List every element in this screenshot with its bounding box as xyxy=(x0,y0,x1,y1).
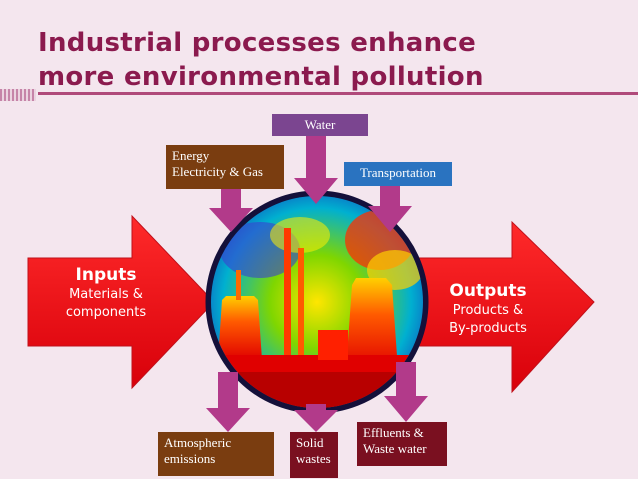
effluents-box: Effluents & Waste water xyxy=(357,422,447,466)
title-rule-decoration xyxy=(0,89,36,101)
solid-label-line-2: wastes xyxy=(296,451,331,466)
effluents-arrow xyxy=(384,362,428,422)
transport-arrow xyxy=(368,186,412,232)
atmospheric-label-line-1: Atmospheric xyxy=(164,435,232,450)
outputs-line-2: By-products xyxy=(449,321,527,336)
outputs-arrow xyxy=(407,220,595,394)
effluents-label-line-2: Waste water xyxy=(363,441,427,456)
energy-box: Energy Electricity & Gas xyxy=(166,145,284,189)
solid-wastes-box: Solid wastes xyxy=(290,432,338,478)
inputs-line-2: components xyxy=(65,305,147,320)
water-label: Water xyxy=(304,117,336,132)
transportation-label: Transportation xyxy=(359,165,437,180)
outputs-line-1: Products & xyxy=(452,303,524,318)
inputs-line-1: Materials & xyxy=(69,287,143,302)
atmospheric-label-line-2: emissions xyxy=(164,451,216,466)
energy-arrow xyxy=(209,189,253,232)
water-box: Water xyxy=(272,114,368,136)
transportation-box: Transportation xyxy=(344,162,452,186)
slide-title-line-2: more environmental pollution xyxy=(38,62,484,92)
inputs-arrow xyxy=(27,214,215,390)
solid-label-line-1: Solid xyxy=(296,435,324,450)
energy-label-line-2: Electricity & Gas xyxy=(172,164,263,179)
inputs-heading: Inputs xyxy=(75,265,137,285)
slide-title: Industrial processes enhance more enviro… xyxy=(38,26,628,94)
inputs-label: Inputs Materials & components xyxy=(46,264,166,322)
slide-title-line-1: Industrial processes enhance xyxy=(38,28,477,58)
water-arrow xyxy=(294,136,338,204)
energy-label-line-1: Energy xyxy=(172,148,210,163)
title-rule xyxy=(38,92,638,95)
outputs-label: Outputs Products & By-products xyxy=(426,280,550,338)
atmospheric-emissions-box: Atmospheric emissions xyxy=(158,432,274,476)
solid-wastes-arrow xyxy=(294,404,338,432)
outputs-heading: Outputs xyxy=(449,281,527,301)
effluents-label-line-1: Effluents & xyxy=(363,425,424,440)
atmospheric-emissions-arrow xyxy=(206,372,250,432)
